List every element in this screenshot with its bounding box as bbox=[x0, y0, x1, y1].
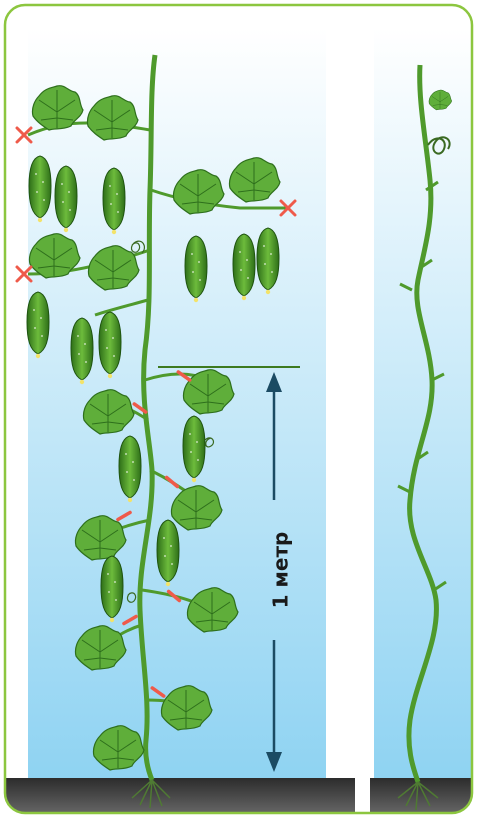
measure-label: 1 метр bbox=[269, 532, 293, 609]
left-panel-sky bbox=[28, 28, 326, 778]
